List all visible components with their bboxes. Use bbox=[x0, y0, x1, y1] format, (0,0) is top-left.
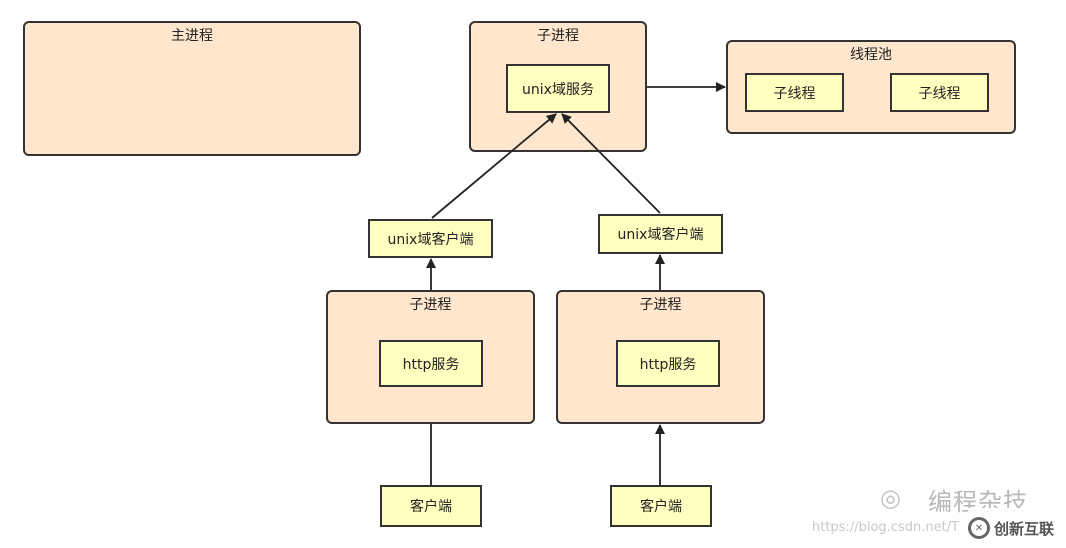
child-thread-2: 子线程 bbox=[890, 73, 989, 112]
main-process-title: 主进程 bbox=[171, 28, 213, 44]
brand-watermark: ✕ 创新互联 bbox=[968, 508, 1066, 548]
unix-domain-client-2: unix域客户端 bbox=[598, 214, 723, 254]
child-process-top-box: 子进程 bbox=[469, 21, 647, 152]
thread-pool-title: 线程池 bbox=[850, 47, 892, 63]
edge-uclient1-to-service bbox=[431, 113, 557, 219]
brand-name: 创新互联 bbox=[994, 519, 1055, 538]
http-service-right: http服务 bbox=[616, 340, 720, 387]
child-thread-1: 子线程 bbox=[745, 73, 844, 112]
watermark-url: https://blog.csdn.net/T bbox=[812, 520, 959, 535]
client-right: 客户端 bbox=[610, 485, 712, 527]
http-service-left: http服务 bbox=[379, 340, 483, 387]
child-process-top-title: 子进程 bbox=[537, 28, 579, 44]
child-process-left-title: 子进程 bbox=[409, 297, 452, 313]
wechat-icon: ◎ bbox=[880, 484, 901, 512]
main-process-box: 主进程 bbox=[23, 21, 361, 156]
edge-uclient2-to-service bbox=[561, 113, 661, 214]
child-process-right-title: 子进程 bbox=[639, 297, 682, 313]
client-left: 客户端 bbox=[380, 485, 482, 527]
unix-domain-client-1: unix域客户端 bbox=[368, 219, 493, 258]
brand-logo-icon: ✕ bbox=[968, 517, 990, 539]
unix-domain-service: unix域服务 bbox=[506, 64, 610, 113]
